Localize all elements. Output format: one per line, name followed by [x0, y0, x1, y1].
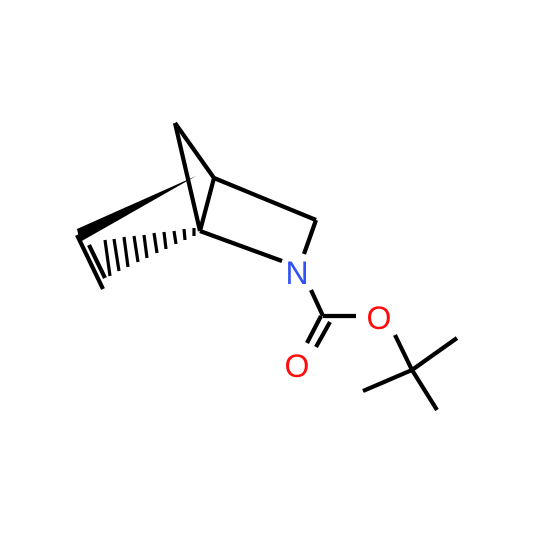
boc-group [305, 289, 459, 412]
ester-oxygen-atom-label: O [367, 300, 392, 336]
bond-c4-ch2 [213, 176, 317, 222]
bond-tbu-methyl-left [362, 368, 413, 393]
bond-o-tbu [393, 334, 414, 371]
hashed-wedge-bond [103, 228, 196, 277]
bond-ch2-n [302, 219, 318, 255]
wedge-bond [77, 176, 196, 242]
bond-bridge-top-left [172, 122, 203, 232]
bond-c1-c4 [197, 177, 217, 232]
carbonyl-oxygen-atom-label: O [285, 348, 310, 384]
bond-alkene-inner [87, 244, 107, 279]
bond-tbu-methyl-bottom [410, 368, 439, 412]
bond-alkene-outer [75, 234, 105, 290]
bond-co-double-2 [314, 320, 332, 349]
nitrogen-atom-label: N [285, 255, 308, 291]
bond-n-carbonyl [309, 289, 325, 317]
bond-bridge-top-right [173, 121, 216, 180]
bond-c1-n [199, 229, 283, 263]
bond-tbu-methyl-top [410, 336, 459, 372]
bicyclic-core [75, 121, 318, 290]
bond-co-double-1 [305, 315, 323, 344]
